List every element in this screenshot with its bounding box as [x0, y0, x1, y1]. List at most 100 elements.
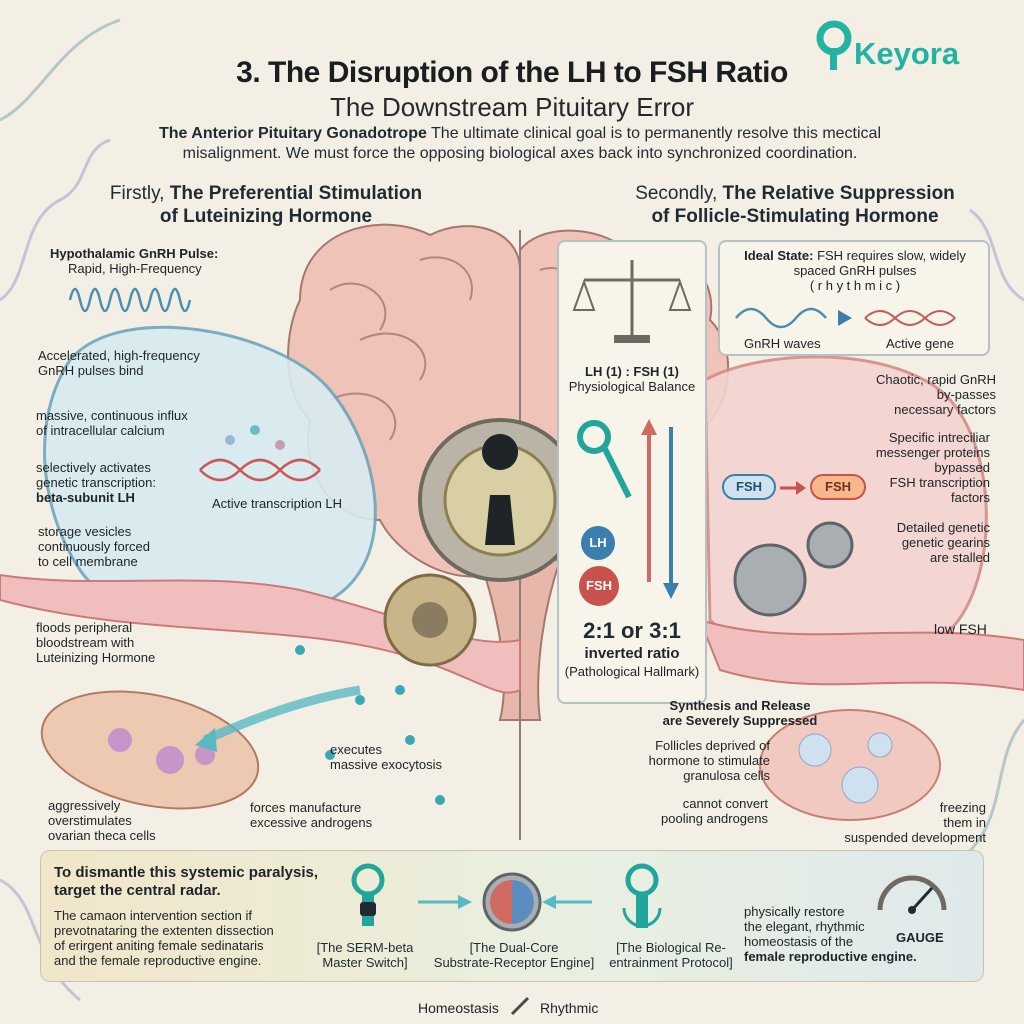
bind-line-2: GnRH pulses bind	[38, 363, 144, 378]
exocytosis-line-1: executes	[330, 742, 383, 757]
activates-line-3: beta-subunit LH	[36, 490, 135, 505]
calcium-label: massive, continuous influx of intracellu…	[36, 408, 236, 438]
ovary-line-3: ovarian theca cells	[48, 828, 156, 843]
convert-line-1: cannot convert	[682, 796, 768, 811]
restore-line-3: homeostasis of the	[744, 934, 854, 949]
messenger-label: Specific intreciliar messenger proteins …	[850, 430, 990, 505]
vesicles-label: storage vesicles continuously forced to …	[38, 524, 218, 569]
chaotic-label: Chaotic, rapid GnRH by-passes necessary …	[846, 372, 996, 417]
footer-homeostasis: Homeostasis	[418, 1000, 499, 1016]
banner-body-1: The camaon intervention section if	[54, 908, 252, 923]
androgens-line-2: excessive androgens	[250, 815, 373, 830]
follicles-label: Follicles deprived of hormone to stimula…	[640, 738, 770, 783]
page-title: 3. The Disruption of the LH to FSH Ratio	[236, 56, 788, 89]
fsh-badge: FSH	[579, 566, 619, 606]
vesicles-line-1: storage vesicles	[38, 524, 132, 539]
keyora-logo: Keyora	[812, 14, 1002, 74]
dual-core-label: [The Dual-Core Substrate-Receptor Engine…	[424, 940, 604, 970]
exocytosis-line-2: massive exocytosis	[330, 757, 442, 772]
inverted-ratio-label: inverted ratio	[584, 645, 680, 662]
synthesis-line-2: are Severely Suppressed	[662, 713, 818, 728]
blood-vessel-right	[698, 618, 1024, 692]
lh-badge: LH	[581, 526, 615, 560]
follicles-line-2: hormone to stimulate	[648, 753, 770, 768]
banner-heading-1: To dismantle this systemic paralysis,	[54, 864, 318, 881]
dual-line-2: Substrate-Receptor Engine]	[433, 955, 595, 970]
chaotic-line-1: Chaotic, rapid GnRH	[876, 372, 996, 387]
slow-wave-illustration	[735, 307, 956, 329]
banner-body: The camaon intervention section if prevo…	[54, 908, 344, 968]
messenger-line-3: bypassed	[934, 460, 990, 475]
gnrh-waves-label: GnRH waves	[744, 336, 821, 351]
pulse-label: Hypothalamic GnRH Pulse: Rapid, High-Fre…	[50, 246, 290, 276]
ideal-rhythmic: ( r h y t h m i c )	[809, 278, 901, 293]
dna-helix-left	[199, 458, 321, 482]
footer-rhythmic: Rhythmic	[540, 1000, 599, 1016]
bio-line-1: [The Biological Re-	[616, 940, 726, 955]
re-entrainment-key-icon	[622, 863, 662, 928]
activates-line-2: genetic transcription:	[36, 475, 156, 490]
key-and-arrows	[577, 419, 679, 599]
gear-right-cell	[733, 543, 807, 617]
vesicles-line-3: to cell membrane	[38, 554, 138, 569]
banner-body-2: prevotnataring the extenten dissection	[54, 923, 274, 938]
left-heading-bold-2: of Luteinizing Hormone	[159, 206, 373, 227]
serm-line-2: Master Switch]	[322, 955, 408, 970]
fsh-pill-left: FSH	[722, 474, 776, 500]
left-heading-bold-1: The Preferential Stimulation	[169, 183, 423, 204]
exocytosis-label: executes massive exocytosis	[330, 742, 490, 772]
blood-vessel-left	[0, 573, 521, 694]
activates-label: selectively activates genetic transcript…	[36, 460, 236, 505]
gauge-icon	[877, 875, 947, 914]
bind-label: Accelerated, high-frequency GnRH pulses …	[38, 348, 238, 378]
balance-label: LH (1) : FSH (1) Physiological Balance	[559, 364, 705, 394]
freezing-label: freezing them in suspended development	[836, 800, 986, 845]
floods-label: floods peripheral bloodstream with Lutei…	[36, 620, 216, 665]
pulse-title: Hypothalamic GnRH Pulse:	[50, 246, 219, 261]
restore-line-4: female reproductive engine.	[744, 949, 917, 964]
freezing-line-3: suspended development	[844, 830, 986, 845]
fsh-pill-right: FSH	[810, 474, 866, 500]
messenger-line-2: messenger proteins	[875, 445, 990, 460]
lock-key-icon	[351, 863, 385, 926]
restore-label: physically restore the elegant, rhythmic…	[744, 904, 944, 964]
vesicles-line-2: continuously forced	[38, 539, 151, 554]
bio-protocol-label: [The Biological Re- entrainment Protocol…	[606, 940, 736, 970]
right-heading-bold-1: The Relative Suppression	[722, 183, 955, 204]
fsh-arrow	[780, 481, 806, 495]
dual-line-1: [The Dual-Core	[469, 940, 559, 955]
intro-text: The ultimate clinical goal is to permane…	[182, 125, 881, 162]
left-heading-prefix: Firstly,	[109, 183, 170, 204]
ideal-text: FSH requires slow, widely	[813, 248, 966, 263]
pulse-sub: Rapid, High-Frequency	[68, 261, 202, 276]
ratio-card: LH (1) : FSH (1) Physiological Balance L…	[557, 240, 707, 704]
right-heading: Secondly, The Relative Suppression of Fo…	[585, 182, 1005, 228]
bind-line-1: Accelerated, high-frequency	[38, 348, 200, 363]
footer-dial-icon	[510, 996, 530, 1016]
ideal-state-card: Ideal State: FSH requires slow, widely s…	[718, 240, 990, 356]
left-heading: Firstly, The Preferential Stimulation of…	[86, 182, 446, 228]
ovary-line-1: aggressively	[48, 798, 121, 813]
dual-core-gear-icon	[482, 872, 542, 932]
banner-body-4: and the female reproductive engine.	[54, 953, 262, 968]
right-heading-prefix: Secondly,	[635, 183, 723, 204]
messenger-line-4: FSH transcription	[889, 475, 990, 490]
restore-line-2: the elegant, rhythmic	[744, 919, 865, 934]
synthesis-label: Synthesis and Release are Severely Suppr…	[650, 698, 830, 728]
chaotic-line-3: necessary factors	[894, 402, 996, 417]
follicles-line-1: Follicles deprived of	[655, 738, 770, 753]
messenger-line-1: Specific intreciliar	[888, 430, 990, 445]
hallmark-label: (Pathological Hallmark)	[564, 664, 700, 679]
active-gene-label: Active gene	[886, 336, 954, 351]
freezing-line-2: them in	[943, 815, 986, 830]
balance-ratio: LH (1) : FSH (1)	[585, 364, 679, 379]
messenger-line-5: factors	[950, 490, 990, 505]
floods-line-1: floods peripheral	[36, 620, 133, 635]
synthesis-line-1: Synthesis and Release	[669, 698, 811, 713]
gearins-label: Detailed genetic genetic gearins are sta…	[864, 520, 990, 565]
restore-line-1: physically restore	[744, 904, 845, 919]
transcription-label: Active transcription LH	[212, 496, 343, 511]
convert-line-2: pooling androgens	[661, 811, 768, 826]
androgens-line-1: forces manufacture	[250, 800, 362, 815]
floods-line-3: Luteinizing Hormone	[36, 650, 156, 665]
